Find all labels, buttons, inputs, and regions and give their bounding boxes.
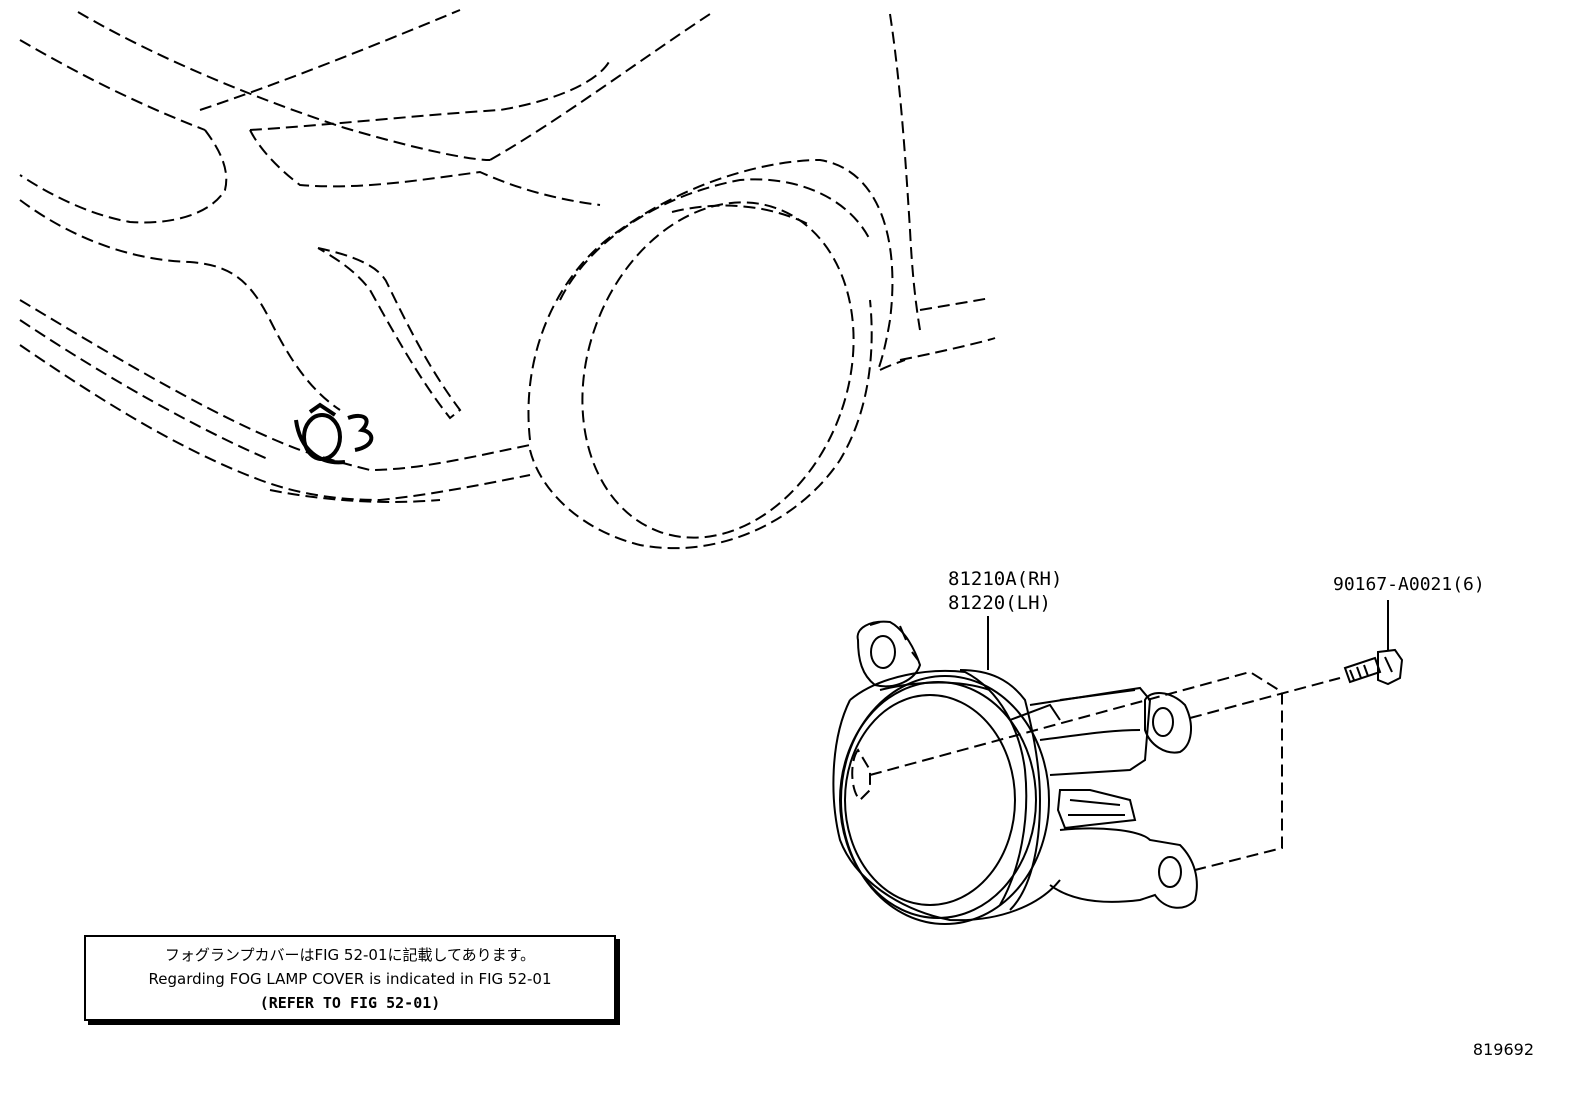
reference-note: フォグランプカバーはFIG 52-01に記載してあります。 Regarding … <box>84 935 616 1021</box>
part-number-81220-lh: 81220(LH) <box>948 592 1051 614</box>
fog-lamp-location-marker <box>294 402 374 465</box>
figure-id: 819692 <box>1472 1040 1534 1059</box>
part-number-81210a-rh: 81210A(RH) <box>948 568 1063 590</box>
fog-lamp-assembly <box>832 616 1341 925</box>
note-refer: (REFER TO FIG 52-01) <box>259 994 441 1012</box>
note-english: Regarding FOG LAMP COVER is indicated in… <box>148 970 552 988</box>
note-japanese: フォグランプカバーはFIG 52-01に記載してあります。 <box>164 946 536 964</box>
vehicle-outline <box>19 9 996 550</box>
part-number-90167: 90167-A0021(6) <box>1333 574 1485 595</box>
screw-90167 <box>1343 600 1404 686</box>
